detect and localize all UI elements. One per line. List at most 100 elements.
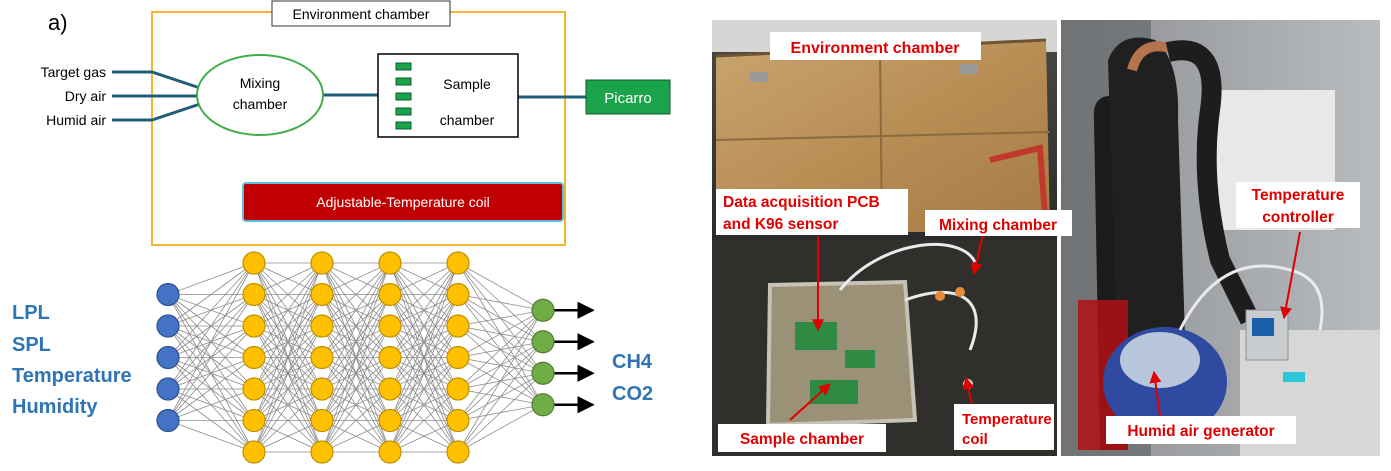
hidden-node (378, 345, 402, 370)
input-node (156, 314, 180, 338)
network-edge (389, 325, 459, 453)
hidden-node (310, 314, 334, 338)
network-edge (253, 420, 323, 453)
network-edge (167, 325, 255, 421)
photo-humid-air-generator (1061, 20, 1380, 456)
input-label-lpl: LPL (12, 302, 50, 324)
network-edge (457, 310, 544, 453)
label-sample-chamber-text: Sample chamber (740, 431, 864, 448)
network-nodes (156, 251, 555, 464)
hidden-node (446, 251, 470, 275)
network-edge (457, 262, 544, 311)
hidden-node (378, 314, 402, 338)
network-edge (389, 262, 459, 327)
input-label-spl: SPL (12, 334, 51, 356)
label-temperature-coil-line1: Temperature (962, 411, 1052, 428)
network-edge (167, 262, 255, 390)
hidden-node (446, 377, 470, 401)
label-data-acquisition-line1: Data acquisition PCB (723, 194, 880, 211)
hidden-node (378, 408, 402, 433)
panel-a-tag: a) (48, 10, 68, 35)
network-edge (253, 357, 323, 453)
input-label-humidity: Humidity (12, 396, 98, 418)
network-edge (457, 341, 544, 453)
input-node (156, 282, 180, 307)
label-humid-air-generator-text: Humid air generator (1127, 423, 1274, 440)
hidden-node (378, 440, 402, 464)
label-temperature-controller: Temperature controller (1236, 182, 1360, 228)
network-edge (457, 372, 544, 453)
network-edge (457, 404, 544, 453)
label-mixing-chamber: Mixing chamber (925, 210, 1072, 236)
label-data-acquisition-line2: and K96 sensor (723, 216, 838, 233)
network-edge (389, 262, 459, 421)
temperature-coil-label: Adjustable-Temperature coil (316, 194, 490, 210)
network-edge (389, 420, 459, 453)
network-edge (253, 388, 323, 453)
network-edges (167, 262, 544, 453)
network-edge (457, 309, 544, 327)
network-edge (457, 309, 544, 390)
neural-network: LPL SPL Temperature Humidity CH4 CO2 (12, 251, 653, 464)
sample-chamber-line2: chamber (440, 112, 495, 128)
hidden-node (446, 345, 470, 370)
hidden-node (446, 314, 470, 338)
hidden-node (242, 345, 266, 370)
hidden-node (310, 282, 334, 307)
input-target-gas: Target gas (41, 64, 106, 80)
input-label-temperature: Temperature (12, 365, 132, 387)
hidden-node (242, 408, 266, 433)
hidden-node (242, 251, 266, 275)
network-edge (389, 388, 459, 453)
input-node (156, 345, 180, 370)
picarro-box (585, 79, 671, 115)
hidden-node (378, 282, 402, 307)
hidden-node (242, 314, 266, 338)
network-edge (457, 310, 544, 421)
label-environment-chamber: Environment chamber (770, 32, 981, 60)
network-edge (321, 262, 391, 295)
input-node (156, 377, 180, 401)
output-label-co2: CO2 (612, 383, 653, 405)
network-edge (253, 262, 323, 421)
hidden-node (242, 440, 266, 464)
network-edge (253, 325, 323, 453)
network-edge (253, 294, 323, 453)
environment-chamber-label-box (271, 0, 451, 27)
output-label-ch4: CH4 (612, 351, 653, 373)
input-node (156, 408, 180, 433)
temperature-coil (242, 182, 564, 222)
network-edge (321, 357, 391, 453)
output-node (531, 393, 555, 417)
label-data-acquisition: Data acquisition PCB and K96 sensor (716, 189, 908, 235)
network-edge (167, 262, 255, 421)
hidden-node (378, 377, 402, 401)
hidden-node (446, 408, 470, 433)
hidden-node (310, 345, 334, 370)
network-edge (389, 262, 459, 390)
network-edge (167, 357, 255, 421)
label-temperature-controller-line2: controller (1262, 209, 1333, 226)
network-output-arrows (554, 301, 595, 414)
label-temperature-coil: Temperature coil (954, 404, 1054, 450)
network-edge (321, 420, 391, 453)
network-edge (457, 309, 544, 358)
network-edge (321, 262, 391, 390)
input-lines (112, 70, 586, 122)
hidden-node (310, 440, 334, 464)
output-node (531, 330, 555, 354)
hidden-node (242, 282, 266, 307)
network-edge (389, 262, 459, 295)
network-edge (389, 262, 459, 358)
network-edge (253, 262, 323, 358)
network-edge (321, 262, 391, 327)
network-edge (321, 262, 391, 421)
panel-b: b) (712, 18, 1380, 456)
network-edge (389, 357, 459, 453)
network-edge (321, 388, 391, 453)
label-environment-chamber-text: Environment chamber (791, 40, 960, 57)
network-edge (253, 262, 323, 295)
hidden-node (310, 251, 334, 275)
label-temperature-coil-line2: coil (962, 431, 988, 448)
output-node (531, 361, 555, 385)
